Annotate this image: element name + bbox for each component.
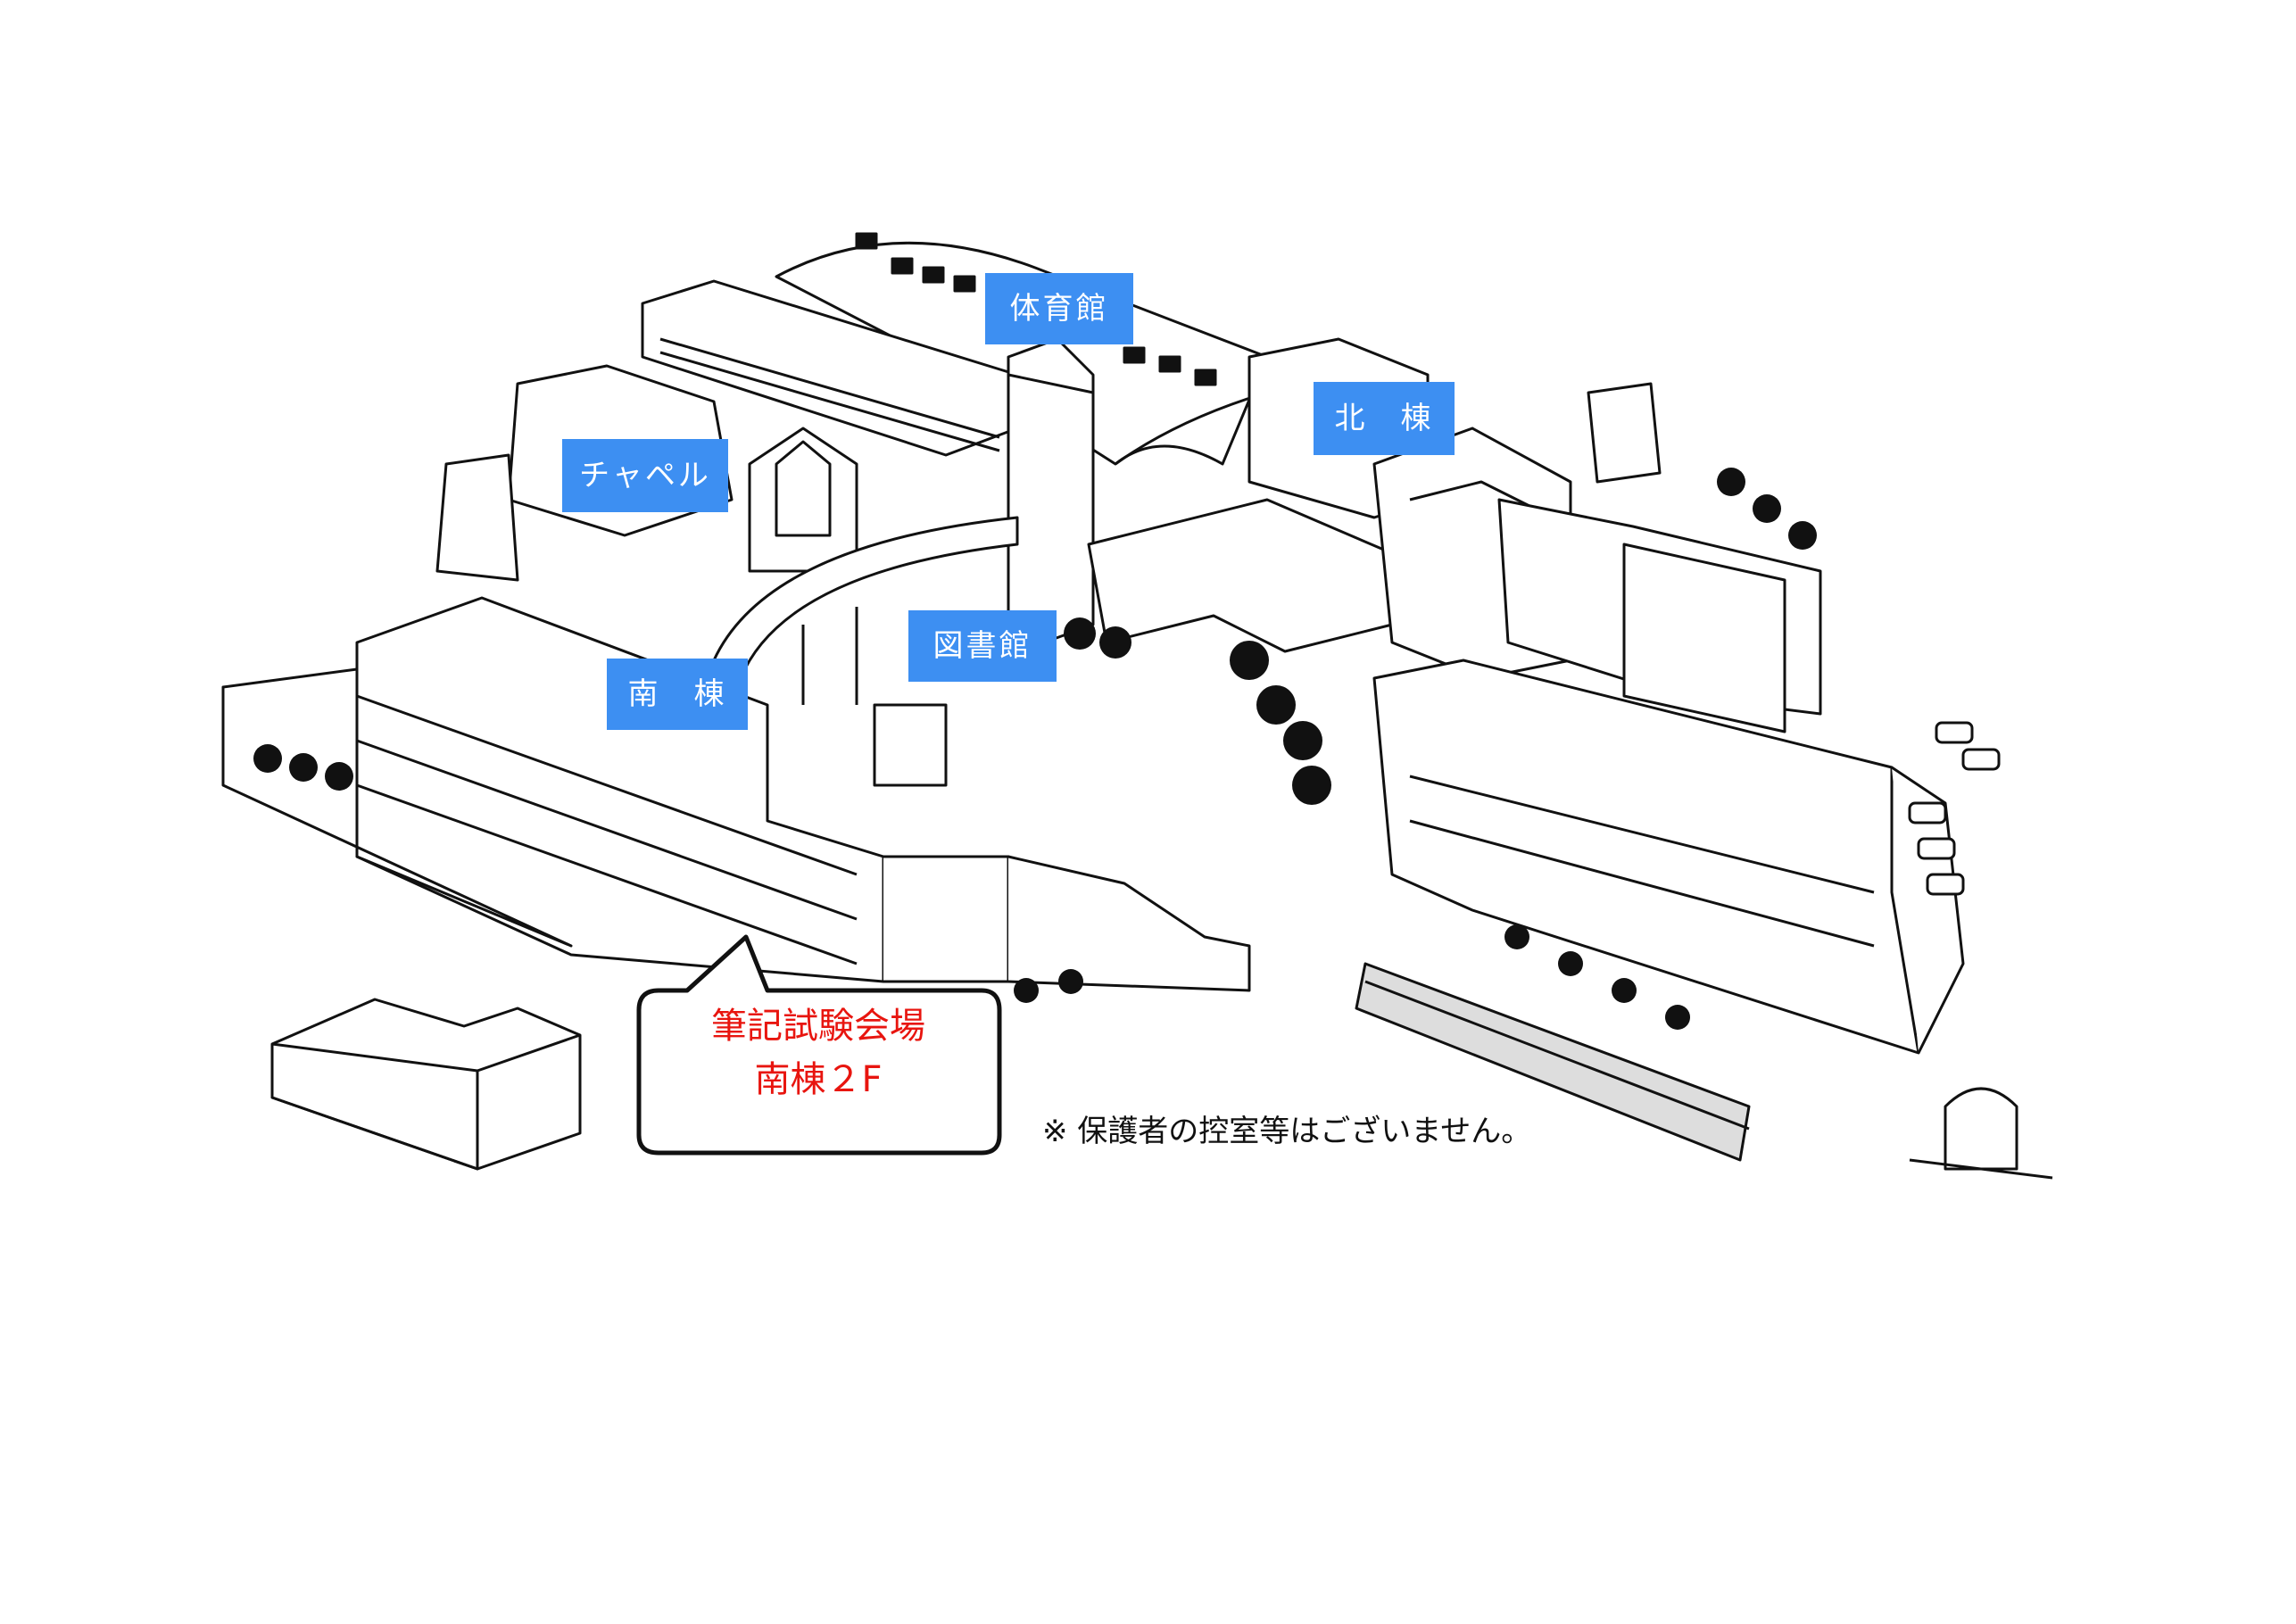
callout-bubble	[636, 934, 1002, 1156]
trees	[253, 468, 1817, 1030]
east-building	[1497, 382, 1822, 733]
southeast-building	[1372, 659, 1965, 1055]
small-building	[270, 998, 582, 1171]
south-building-label: 南 棟	[607, 659, 748, 730]
central-tower	[1007, 337, 1095, 644]
gym-label: 体育館	[985, 273, 1133, 344]
west-terrace	[221, 667, 573, 948]
callout-line-2: 南棟２F	[754, 1059, 883, 1100]
library-label: 図書館	[908, 610, 1057, 682]
gateway-arch	[1909, 1087, 2053, 1180]
lower-walkway	[1355, 962, 1751, 1162]
callout-line-1: 筆記試験会場	[711, 1006, 925, 1047]
parking-cars	[1908, 721, 2001, 896]
guardian-note: ※ 保護者の控室等はございません。	[1042, 1114, 1532, 1149]
exam-venue-callout: 筆記試験会場 南棟２F	[635, 999, 1001, 1106]
chapel-label: チャペル	[562, 439, 728, 512]
north-building-label: 北 棟	[1314, 382, 1455, 455]
